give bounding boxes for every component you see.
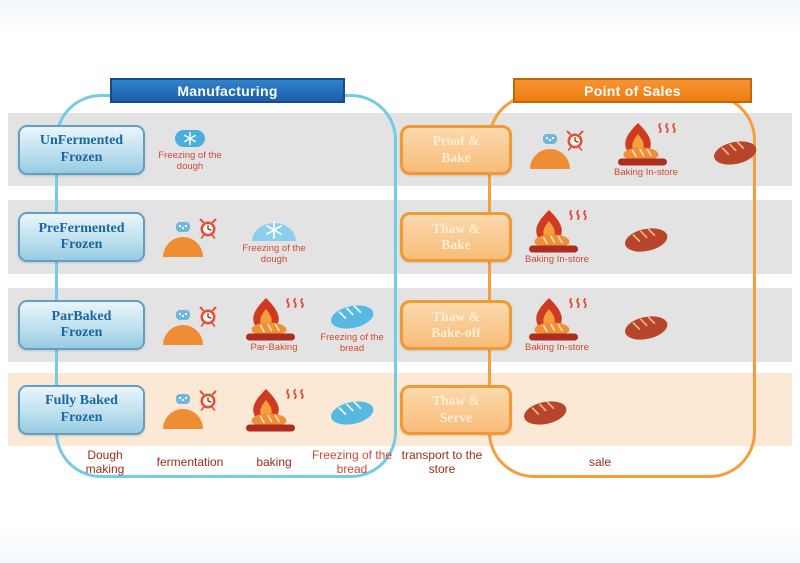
column-label-dough: Dough making [85, 447, 125, 476]
step-caption: Par-Baking [250, 342, 298, 354]
frozen-dough-badge-icon [173, 127, 207, 150]
column-label-fermentation: fermentation [156, 454, 224, 469]
dough-proofing-step [144, 200, 236, 274]
baked-bread-icon [520, 392, 570, 428]
column-label-freezing: Freezing of the bread [311, 447, 393, 476]
oven-baking-step: Baking In-store [511, 288, 603, 362]
pos-action-badge: Thaw & Serve [400, 384, 512, 435]
step-caption: Baking In-store [525, 254, 589, 266]
column-label-sale: sale [588, 454, 611, 469]
dough-proofing-icon [162, 388, 218, 431]
frozen-bread-icon [327, 392, 377, 428]
column-label-transport: transport to the store [401, 447, 483, 476]
oven-baking-step: Baking In-store [511, 200, 603, 274]
oven-baking-step [228, 373, 320, 446]
frozen-dough-badge-step: Freezing of the dough [144, 113, 236, 186]
baked-bread-step [600, 288, 692, 362]
oven-baking-icon [527, 208, 587, 254]
baked-bread-icon [710, 132, 760, 168]
dough-proofing-step [511, 113, 603, 186]
frozen-bread-icon [327, 296, 377, 332]
process-type-badge: PreFermented Frozen [18, 212, 145, 262]
step-caption: Baking In-store [614, 166, 678, 178]
process-type-badge: ParBaked Frozen [18, 300, 145, 350]
dough-proofing-icon [529, 128, 585, 171]
column-label-baking: baking [256, 454, 292, 469]
baked-bread-step [600, 200, 692, 274]
frozen-bread-step [306, 373, 398, 446]
oven-baking-icon [244, 387, 304, 433]
frozen-bread-step: Freezing of the bread [306, 288, 398, 362]
process-type-badge: UnFermented Frozen [18, 124, 145, 175]
step-caption: Baking In-store [525, 342, 589, 354]
frozen-dough-dome-step: Freezing of the dough [228, 200, 320, 274]
point-of-sales-header-label: Point of Sales [584, 82, 681, 99]
pos-action-badge: Thaw & Bake-off [400, 300, 512, 350]
oven-baking-step: Par-Baking [228, 288, 320, 362]
step-caption: Freezing of the dough [158, 149, 222, 172]
baked-bread-icon [621, 219, 671, 255]
baked-bread-step [689, 113, 781, 186]
baked-bread-icon [621, 307, 671, 343]
pos-action-badge: Thaw & Bake [400, 212, 512, 262]
oven-baking-icon [616, 121, 676, 167]
manufacturing-header-label: Manufacturing [177, 82, 278, 99]
dough-proofing-icon [162, 216, 218, 259]
dough-proofing-step [144, 373, 236, 446]
frozen-dough-dome-icon [250, 208, 298, 243]
oven-baking-icon [244, 296, 304, 342]
oven-baking-icon [527, 296, 587, 342]
baked-bread-step [499, 373, 591, 446]
pos-action-badge: Proof & Bake [400, 124, 512, 175]
oven-baking-step: Baking In-store [600, 113, 692, 186]
manufacturing-header: Manufacturing [110, 78, 345, 103]
point-of-sales-header: Point of Sales [513, 78, 752, 103]
process-type-badge: Fully Baked Frozen [18, 384, 145, 435]
step-caption: Freezing of the dough [242, 243, 306, 265]
dough-proofing-step [144, 288, 236, 362]
step-caption: Freezing of the bread [320, 331, 384, 354]
dough-proofing-icon [162, 304, 218, 347]
